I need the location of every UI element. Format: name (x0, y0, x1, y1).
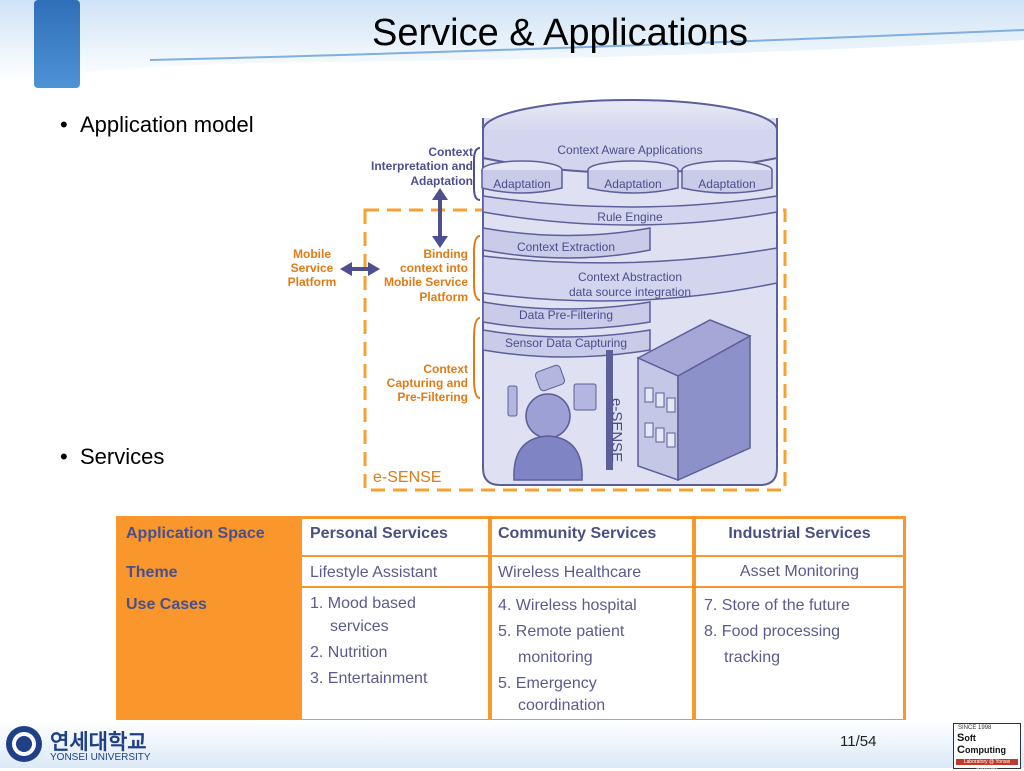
adaptation-3: Adaptation (698, 177, 755, 191)
row-label-use-cases: Use Cases (126, 596, 207, 613)
esense-vertical-label: e-SENSE (608, 398, 625, 462)
yonsei-seal-icon (6, 726, 42, 762)
esense-pole (606, 350, 613, 470)
bracket-top (473, 147, 481, 201)
adaptation-1: Adaptation (493, 177, 550, 191)
page-number: 11/54 (840, 733, 877, 750)
usecases-community: 4. Wireless hospital 5. Remote patient m… (498, 597, 637, 714)
svg-text:Sensor Data Capturing: Sensor Data Capturing (505, 336, 627, 350)
svg-text:Context Extraction: Context Extraction (517, 240, 615, 254)
row-label-theme: Theme (126, 564, 178, 581)
building-illustration (636, 319, 752, 482)
svg-text:Mobile Service: Mobile Service (384, 275, 468, 289)
svg-text:Data Pre-Filtering: Data Pre-Filtering (519, 308, 613, 322)
header-band (0, 0, 1024, 88)
col-industrial (696, 519, 903, 719)
device-icons (507, 364, 597, 417)
svg-text:Rule Engine: Rule Engine (597, 210, 663, 224)
bullet-application-model: •Application model (60, 112, 254, 137)
bullet-services: •Services (60, 444, 165, 469)
mobile-platform-arrow (340, 262, 380, 276)
svg-text:Platform: Platform (288, 275, 337, 289)
layer-rule-engine (482, 195, 778, 226)
row-divider-2 (302, 586, 903, 588)
svg-text:data source integration: data source integration (569, 285, 691, 299)
svg-text:Pre-Filtering: Pre-Filtering (397, 390, 468, 404)
row-divider-1 (302, 555, 903, 557)
svg-text:Adaptation: Adaptation (410, 174, 473, 188)
header-personal: Personal Services (310, 525, 448, 542)
usecases-personal: 1. Mood based services 2. Nutrition 3. E… (310, 595, 428, 687)
footer-band (0, 720, 1024, 768)
services-table: Application Space Personal Services Comm… (116, 516, 906, 722)
adaptation-2: Adaptation (604, 177, 661, 191)
col-personal (302, 519, 488, 719)
svg-text:Interpretation and: Interpretation and (371, 159, 473, 173)
layer-data-prefiltering (482, 301, 651, 330)
svg-text:Context: Context (428, 145, 473, 159)
svg-text:Context Abstraction: Context Abstraction (578, 270, 682, 284)
application-model-diagram: e-SENSE Context Aware Applications Conte… (288, 99, 787, 492)
esense-box-label: e-SENSE (373, 469, 441, 486)
layer-context-aware-label: Context Aware Applications (557, 143, 702, 157)
usecases-industrial: 7. Store of the future 8. Food processin… (704, 597, 850, 666)
bracket-low (473, 317, 481, 399)
header-application-space: Application Space (126, 525, 265, 542)
bracket-mid (473, 235, 481, 301)
svg-text:Context: Context (423, 362, 468, 376)
svg-text:Service: Service (291, 261, 334, 275)
theme-community: Wireless Healthcare (498, 564, 642, 581)
slide-title: Service & Applications (372, 12, 748, 54)
theme-industrial: Asset Monitoring (739, 563, 860, 580)
footer: 연세대학교 YONSEI UNIVERSITY SINCE 1998 Soft … (0, 720, 1024, 771)
svg-text:Platform: Platform (419, 290, 468, 304)
col-community (492, 519, 692, 719)
theme-personal: Lifestyle Assistant (310, 564, 438, 581)
university-name-kr: 연세대학교 (50, 731, 147, 754)
header-community: Community Services (498, 525, 657, 542)
svg-text:Mobile: Mobile (293, 247, 331, 261)
soft-computing-logo: SINCE 1998 Soft Computing Laboratory @ Y… (953, 723, 1021, 771)
person-illustration (513, 393, 583, 481)
university-name-en: YONSEI UNIVERSITY (50, 752, 151, 763)
adaptation-cylinders: Adaptation Adaptation Adaptation (481, 160, 773, 194)
layer-context-extraction (482, 227, 651, 259)
layer-context-abstraction (482, 247, 778, 302)
svg-text:context into: context into (400, 261, 468, 275)
interpretation-binding-arrow (432, 188, 448, 248)
svg-text:Binding: Binding (423, 247, 468, 261)
svg-text:Capturing and: Capturing and (387, 376, 468, 390)
header-industrial: Industrial Services (728, 525, 871, 542)
